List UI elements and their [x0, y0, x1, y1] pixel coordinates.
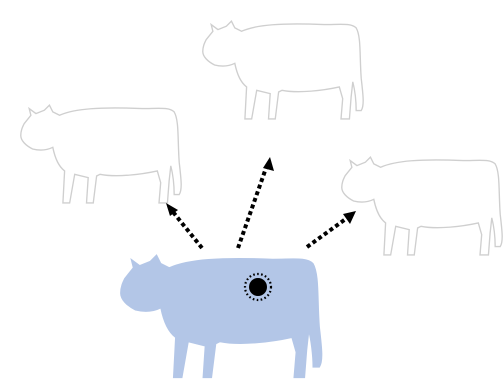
arrow-to-right-cow — [307, 211, 356, 247]
cow-outline-icon — [342, 157, 502, 255]
target-cow-right — [342, 157, 502, 255]
target-cow-left — [21, 105, 181, 203]
arrow-to-top-cow — [238, 157, 274, 248]
cow-outline-icon — [21, 105, 181, 203]
transmission-arrows — [166, 157, 356, 248]
target-cow-top — [203, 21, 363, 119]
cow-outline-icon — [203, 21, 363, 119]
cow-silhouette-icon — [121, 255, 322, 378]
arrow-to-left-cow — [166, 203, 202, 248]
source-cow — [121, 255, 322, 378]
